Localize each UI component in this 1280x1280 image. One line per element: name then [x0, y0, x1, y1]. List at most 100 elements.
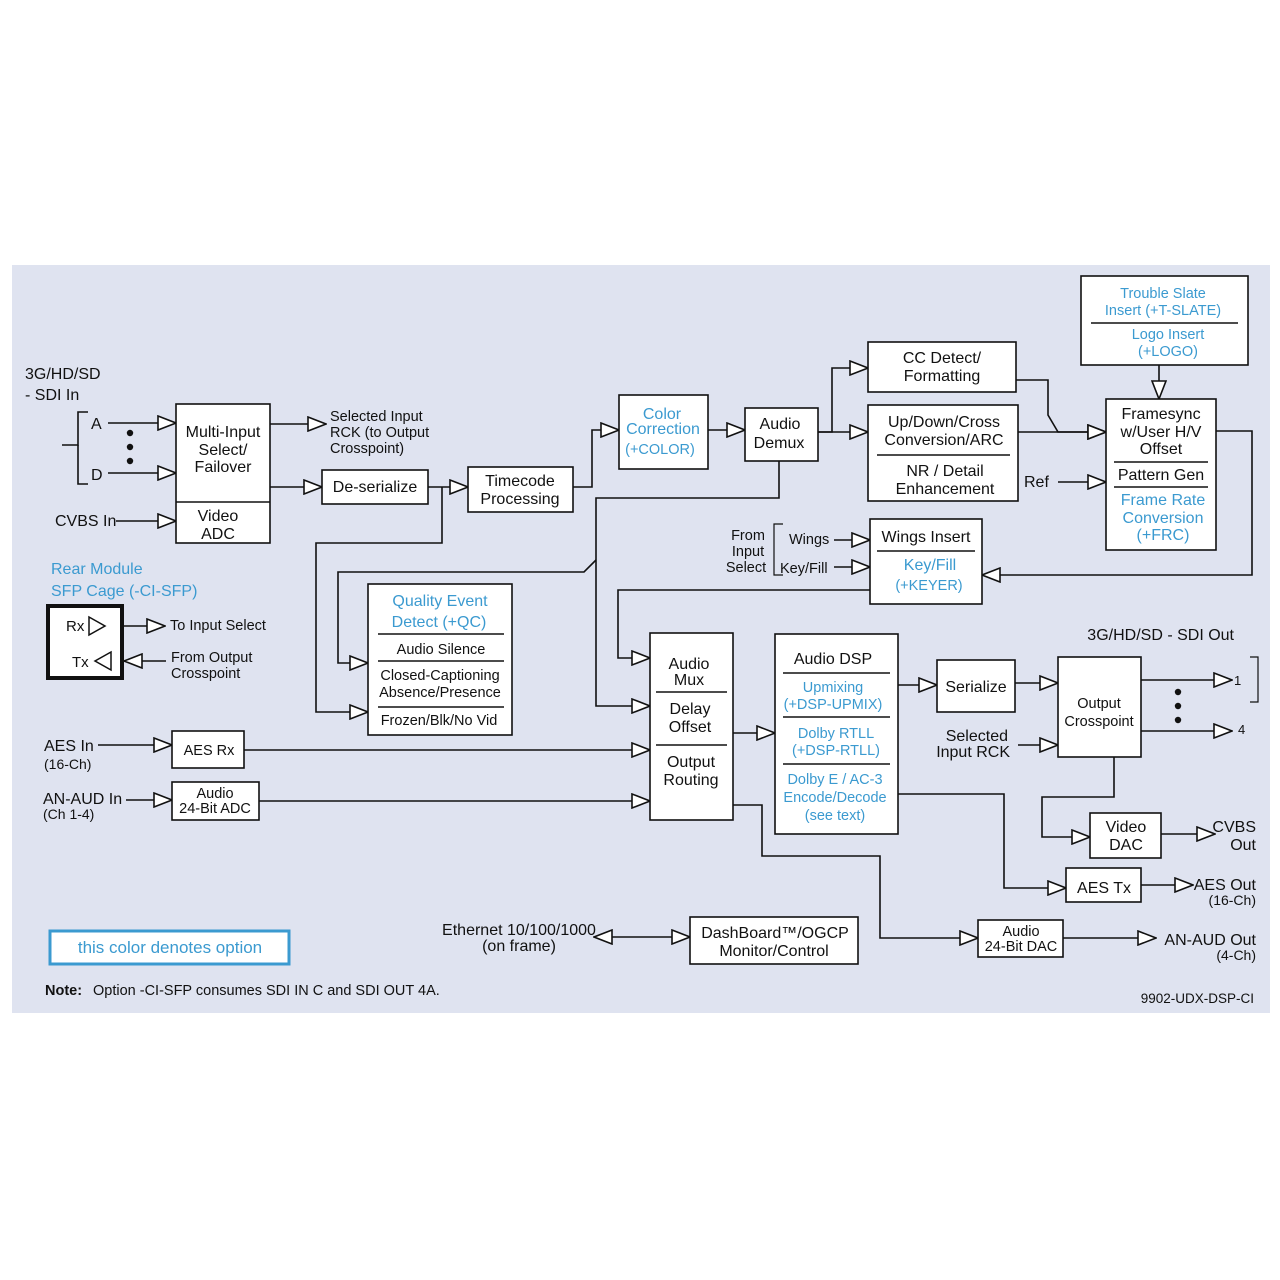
output-routing-label: Output	[667, 754, 716, 771]
to-input-select-label: To Input Select	[170, 618, 266, 634]
aes-out-channels: (16-Ch)	[1209, 892, 1256, 908]
aes-tx-label: AES Tx	[1077, 880, 1131, 897]
input-d-label: D	[91, 467, 103, 484]
ethernet-label-2: (on frame)	[482, 938, 556, 955]
audio-dsp-box	[774, 633, 899, 835]
an-aud-out-channels: (4-Ch)	[1216, 947, 1256, 963]
multi-input-label: Multi-Input	[186, 424, 261, 441]
part-number: 9902-UDX-DSP-CI	[1141, 991, 1254, 1006]
dolby-rtll-option: (+DSP-RTLL)	[792, 743, 880, 759]
dashboard-box	[689, 916, 859, 965]
output-crosspoint-box	[1057, 656, 1142, 758]
from-input-label: From	[731, 528, 765, 544]
delay-offset-label: Delay	[670, 701, 711, 718]
legend-box	[48, 929, 291, 966]
audio-adc-label-2: 24-Bit ADC	[179, 801, 251, 817]
aes-in-label: AES In	[44, 738, 94, 755]
absence-presence-label: Absence/Presence	[379, 685, 501, 701]
frame-rate-label: Frame Rate	[1121, 492, 1206, 509]
color-correction-box	[618, 394, 709, 470]
updown-conversion-box	[867, 404, 1019, 502]
rx-triangle-icon	[88, 615, 107, 637]
color-correction-label: Color	[643, 406, 682, 423]
from-output-label: From Output	[171, 650, 252, 666]
video-dac-label-2: DAC	[1109, 837, 1143, 854]
from-output-label-2: Crosspoint	[171, 666, 240, 682]
audio-dac-label: Audio	[1002, 924, 1039, 940]
video-dac-label: Video	[1106, 819, 1147, 836]
tx-label: Tx	[72, 654, 89, 671]
audio-dac-label-2: 24-Bit DAC	[985, 939, 1058, 955]
upmixing-option: (+DSP-UPMIX)	[784, 697, 883, 713]
logo-insert-label: Logo Insert	[1132, 327, 1205, 343]
output-crosspoint-label-2: Crosspoint	[1064, 714, 1133, 730]
video-adc-label: Video	[198, 508, 239, 525]
deserialize-box	[321, 469, 429, 505]
qc-option: Detect (+QC)	[392, 614, 487, 631]
audio-mux-box	[649, 632, 734, 821]
audio-mux-label: Audio	[669, 656, 710, 673]
cvbs-out-label: CVBS	[1212, 819, 1256, 836]
updown-label-2: Conversion/ARC	[884, 432, 1003, 449]
trouble-slate-box	[1080, 275, 1249, 366]
frame-rate-label-2: Conversion	[1123, 510, 1204, 527]
video-adc-label-2: ADC	[201, 526, 235, 543]
delay-offset-label-2: Offset	[669, 719, 712, 736]
logo-insert-option: (+LOGO)	[1138, 344, 1198, 360]
connection-lines	[62, 365, 1259, 938]
audio-demux-label: Audio	[760, 416, 801, 433]
selected-input-rck-label: Selected Input	[330, 409, 423, 425]
ellipsis-dots	[126, 429, 1182, 724]
serialize-box	[936, 659, 1016, 713]
closed-captioning-label: Closed-Captioning	[380, 668, 499, 684]
aes-out-label: AES Out	[1194, 877, 1257, 894]
wings-insert-label: Wings Insert	[882, 529, 971, 546]
audio-dsp-label: Audio DSP	[794, 651, 872, 668]
qc-box	[367, 583, 513, 736]
sfp-cage-label: SFP Cage (-CI-SFP)	[51, 583, 197, 600]
wings-insert-box	[869, 518, 983, 605]
multi-input-label-3: Failover	[195, 459, 253, 476]
ref-label: Ref	[1024, 474, 1049, 491]
sdi-in-label: 3G/HD/SD	[25, 366, 101, 383]
an-aud-in-label: AN-AUD In	[43, 791, 122, 808]
sdi-out-label: 3G/HD/SD - SDI Out	[1087, 627, 1234, 644]
framesync-label-2: w/User H/V	[1120, 424, 1202, 441]
dashboard-label: DashBoard™/OGCP	[701, 925, 849, 942]
wings-label: Wings	[789, 532, 829, 548]
cvbs-out-label-2: Out	[1230, 837, 1256, 854]
keyfill-option-label: Key/Fill	[904, 557, 956, 574]
input-a-label: A	[91, 416, 102, 433]
color-correction-label-2: Correction	[626, 421, 700, 438]
trouble-slate-option: Insert (+T-SLATE)	[1105, 303, 1221, 319]
aes-tx-box	[1065, 867, 1142, 903]
video-dac-box	[1089, 812, 1162, 859]
keyer-option: (+KEYER)	[895, 578, 962, 594]
selected-input-rck-label-2: RCK (to Output	[330, 425, 429, 441]
pattern-gen-label: Pattern Gen	[1118, 467, 1204, 484]
note-label: Note:	[45, 983, 82, 999]
output-crosspoint-label: Output	[1077, 696, 1121, 712]
multi-input-select-box	[175, 403, 271, 544]
an-aud-out-label: AN-AUD Out	[1164, 932, 1256, 949]
timecode-box	[467, 466, 574, 513]
sdi-in-label-2: - SDI In	[25, 387, 79, 404]
qc-label: Quality Event	[392, 593, 488, 610]
updown-label: Up/Down/Cross	[888, 414, 1000, 431]
selected-input-rck-2-label: Selected	[946, 728, 1008, 745]
framesync-label-3: Offset	[1140, 441, 1183, 458]
cc-detect-box	[867, 341, 1017, 393]
color-correction-option: (+COLOR)	[625, 442, 695, 458]
cc-detect-label: CC Detect/	[903, 350, 982, 367]
nr-detail-label-2: Enhancement	[896, 481, 995, 498]
dolby-e-label: Dolby E / AC-3	[787, 772, 882, 788]
timecode-label-2: Processing	[480, 491, 559, 508]
framesync-box	[1105, 398, 1217, 551]
serialize-label: Serialize	[945, 679, 1006, 696]
frame-rate-option: (+FRC)	[1137, 527, 1190, 544]
from-input-label-2: Input	[732, 544, 764, 560]
timecode-label: Timecode	[485, 473, 555, 490]
aes-rx-label: AES Rx	[184, 743, 236, 759]
cc-detect-label-2: Formatting	[904, 368, 980, 385]
